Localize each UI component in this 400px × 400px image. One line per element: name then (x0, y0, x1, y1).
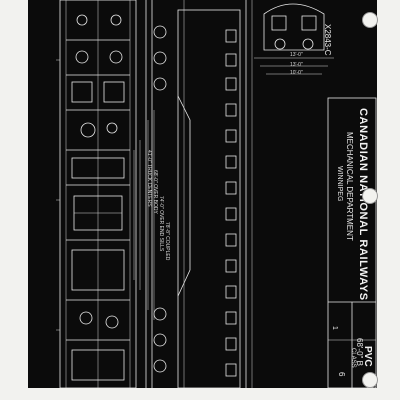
end-view (254, 3, 334, 75)
car-drawing (56, 0, 377, 388)
title-block (327, 97, 377, 388)
company-name: CANADIAN NATIONAL RAILWAYS (357, 108, 369, 301)
department-name: MECHANICAL DEPARTMENT (345, 132, 354, 241)
punch-hole-top (362, 12, 378, 28)
drawing-number: X2843-C (323, 24, 332, 56)
sheet-number: 1 (331, 326, 338, 330)
floor-plan (56, 0, 137, 388)
length-text: 68'-0" B (355, 338, 364, 366)
class-value: 6 (337, 372, 346, 377)
punch-hole-bottom (362, 372, 378, 388)
class-label: CLASS (350, 348, 356, 368)
punch-hole-middle (362, 188, 378, 204)
end-dim-3: 10'-0" (290, 70, 303, 76)
dim-coupled: 78'-8" COUPLED (164, 222, 170, 261)
blueprint-print: X2843-C CANADIAN NATIONAL RAILWAYS MECHA… (28, 0, 377, 388)
end-dim-2: 13'-0" (290, 62, 303, 68)
city-name: WINNIPEG (336, 166, 343, 202)
side-elevation (133, 0, 253, 388)
end-dim-1: 13'-0" (290, 52, 303, 58)
